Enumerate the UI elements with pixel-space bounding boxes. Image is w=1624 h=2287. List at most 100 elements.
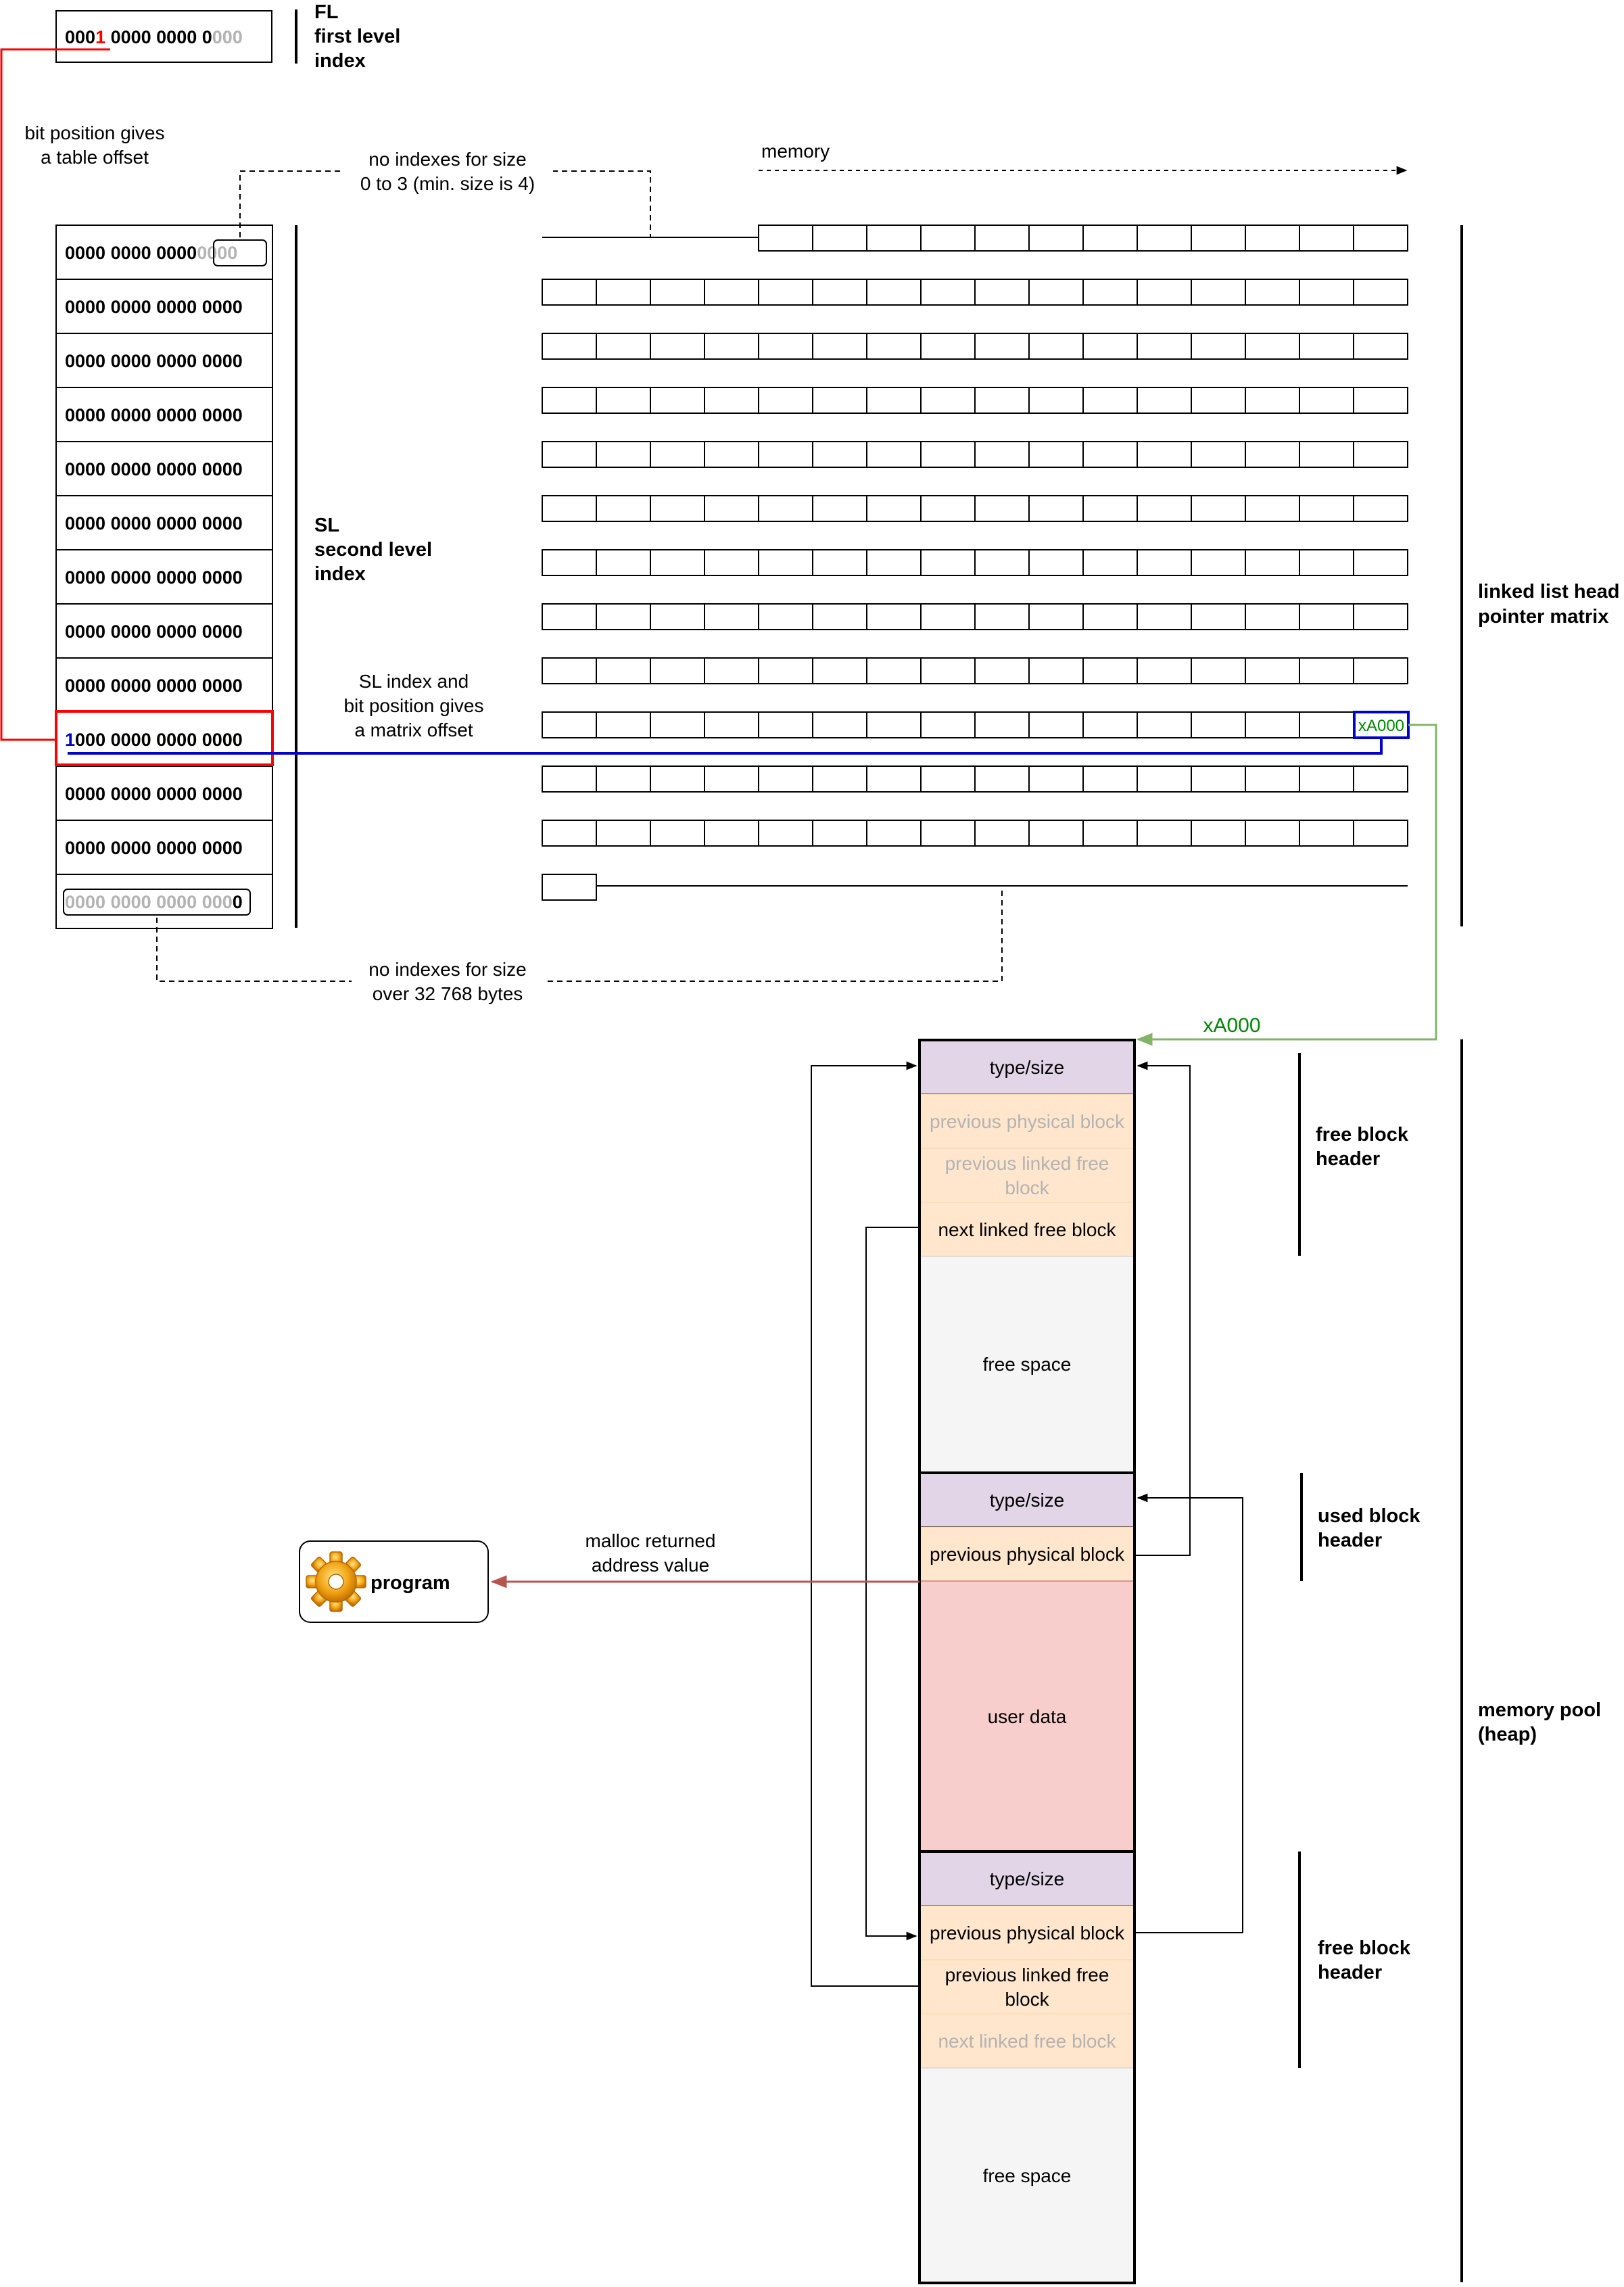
sl-row-3: 0000 0000 0000 0000 bbox=[55, 387, 273, 442]
matrix-cell bbox=[1245, 495, 1300, 522]
sl-row-9: 1000 0000 0000 0000 bbox=[55, 711, 273, 767]
matrix-cell bbox=[974, 495, 1030, 522]
no-index-bottom-line-1: no indexes for size bbox=[368, 959, 526, 980]
matrix-cell bbox=[812, 279, 867, 306]
head-pointer-matrix bbox=[542, 225, 1408, 901]
matrix-cell bbox=[596, 657, 651, 684]
sl-row-bits: 0000 0000 0000 0000 bbox=[65, 405, 243, 425]
matrix-cell bbox=[596, 279, 651, 306]
matrix-cell bbox=[1082, 549, 1138, 576]
svg-text:free space: free space bbox=[983, 2165, 1072, 2186]
sl-row-2: 0000 0000 0000 0000 bbox=[55, 333, 273, 388]
prev-physical-arrow-2 bbox=[1135, 1493, 1243, 1933]
matrix-cell bbox=[542, 279, 597, 306]
matrix-cell bbox=[1353, 333, 1408, 360]
matrix-cell bbox=[650, 711, 705, 738]
prev-physical-arrow-1 bbox=[1135, 1061, 1191, 1556]
matrix-cell bbox=[650, 549, 705, 576]
sl-row-0: 0000 0000 00000000 bbox=[55, 225, 273, 280]
matrix-cell bbox=[758, 387, 813, 414]
matrix-cell bbox=[758, 441, 813, 468]
matrix-cell bbox=[596, 441, 651, 468]
matrix-cell bbox=[974, 387, 1030, 414]
sl-subtitle-2: index bbox=[314, 563, 366, 585]
matrix-cell bbox=[1028, 441, 1084, 468]
matrix-cell bbox=[758, 333, 813, 360]
matrix-cell bbox=[596, 549, 651, 576]
matrix-cell bbox=[704, 820, 759, 847]
matrix-cell bbox=[1082, 495, 1138, 522]
matrix-cell bbox=[1137, 495, 1192, 522]
matrix-cell bbox=[1082, 441, 1138, 468]
matrix-cell bbox=[920, 820, 976, 847]
matrix-cell bbox=[1191, 549, 1246, 576]
sl-table: 0000 0000 00000000 0000 0000 0000 0000 000… bbox=[55, 225, 273, 929]
matrix-cell bbox=[650, 333, 705, 360]
matrix-cell bbox=[920, 765, 976, 793]
matrix-cell bbox=[974, 603, 1030, 630]
matrix-cell bbox=[1191, 333, 1246, 360]
matrix-cell bbox=[542, 549, 597, 576]
sl-subtitle-1: second level bbox=[314, 539, 432, 561]
matrix-cell bbox=[812, 657, 867, 684]
block3-next-linked bbox=[919, 2013, 1135, 2069]
matrix-cell bbox=[1353, 279, 1408, 306]
matrix-row-8 bbox=[542, 657, 1408, 684]
matrix-cell bbox=[920, 657, 976, 684]
matrix-cell bbox=[1245, 657, 1300, 684]
sl-row-bits: 0000 0000 0000 0000 bbox=[65, 351, 243, 371]
matrix-cell bbox=[1353, 603, 1408, 630]
fl-subtitle-2: index bbox=[314, 50, 366, 72]
sl-row-4: 0000 0000 0000 0000 bbox=[55, 441, 273, 496]
free-header-label-2b: header bbox=[1318, 1962, 1382, 1983]
matrix-cell bbox=[866, 225, 922, 252]
matrix-cell bbox=[1137, 279, 1192, 306]
fl-note-2: a table offset bbox=[41, 147, 149, 168]
svg-text:user data: user data bbox=[988, 1706, 1067, 1727]
matrix-cell bbox=[1137, 711, 1192, 738]
matrix-cell bbox=[974, 225, 1030, 252]
memory-label: memory bbox=[761, 141, 830, 162]
matrix-cell bbox=[1028, 549, 1084, 576]
matrix-cell bbox=[812, 333, 867, 360]
free-header-label-2a: free block bbox=[1318, 1937, 1411, 1959]
sl-note-3: a matrix offset bbox=[354, 720, 473, 740]
matrix-cell bbox=[812, 765, 867, 793]
sl-unused-mark bbox=[213, 239, 267, 266]
matrix-cell bbox=[1028, 711, 1084, 738]
block1-prev-physical bbox=[919, 1093, 1135, 1149]
matrix-cell bbox=[812, 549, 867, 576]
no-index-top-line-2: 0 to 3 (min. size is 4) bbox=[360, 173, 535, 194]
svg-text:previous physical block: previous physical block bbox=[930, 1923, 1125, 1943]
matrix-cell bbox=[1137, 820, 1192, 847]
sl-unused-mark bbox=[63, 889, 251, 916]
sl-row-bits: 0000 0000 0000 0000 bbox=[65, 676, 243, 696]
matrix-cell bbox=[542, 711, 597, 738]
fl-bits: 0001 0000 0000 0000 bbox=[65, 27, 243, 47]
matrix-cell bbox=[1245, 765, 1300, 793]
sl-row-bits: 0000 0000 0000 0000 bbox=[65, 838, 243, 858]
matrix-cell bbox=[1353, 657, 1408, 684]
matrix-cell bbox=[1299, 495, 1354, 522]
matrix-cell bbox=[1028, 820, 1084, 847]
matrix-cell bbox=[1028, 765, 1084, 793]
pool-label-1: memory pool bbox=[1478, 1699, 1601, 1721]
fl-marked-bit: 1 bbox=[95, 27, 105, 47]
matrix-cell bbox=[920, 333, 976, 360]
matrix-cell bbox=[1245, 387, 1300, 414]
sl-row-bits: 0000 0000 0000 0000 bbox=[65, 513, 243, 534]
matrix-cell bbox=[812, 441, 867, 468]
matrix-cell bbox=[866, 603, 922, 630]
sl-matrix-connector bbox=[68, 736, 1383, 755]
matrix-cell bbox=[1137, 603, 1192, 630]
sl-row-10: 0000 0000 0000 0000 bbox=[55, 765, 273, 821]
matrix-cell bbox=[1353, 820, 1408, 847]
matrix-cell bbox=[542, 765, 597, 793]
matrix-cell bbox=[650, 820, 705, 847]
used-header-label-b: header bbox=[1318, 1530, 1382, 1551]
matrix-cell bbox=[704, 495, 759, 522]
matrix-cell bbox=[1191, 657, 1246, 684]
matrix-cell bbox=[542, 387, 597, 414]
program-box[interactable]: program bbox=[299, 1540, 489, 1623]
matrix-cell bbox=[1299, 820, 1354, 847]
